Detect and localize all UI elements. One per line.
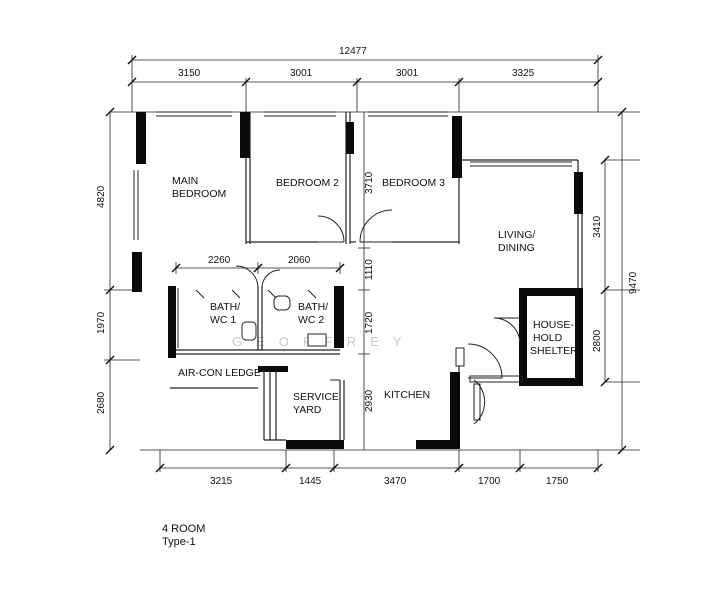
room-main-bedroom-line2: BEDROOM bbox=[172, 188, 226, 200]
room-kitchen: KITCHEN bbox=[384, 389, 430, 401]
room-bath2-line1: BATH/ bbox=[298, 301, 328, 313]
structural-walls bbox=[132, 112, 583, 449]
room-bedroom-3: BEDROOM 3 bbox=[382, 177, 445, 189]
dim-left-3: 2680 bbox=[96, 391, 107, 414]
room-main-bedroom-line1: MAIN bbox=[172, 175, 198, 187]
dim-bottom-5: 1750 bbox=[546, 476, 569, 487]
room-bath2-line2: WC 2 bbox=[298, 314, 324, 326]
dim-bottom-2: 1445 bbox=[299, 476, 322, 487]
bath-fixtures bbox=[195, 289, 465, 367]
dim-1720: 1720 bbox=[364, 311, 375, 334]
dim-bottom-3: 3470 bbox=[384, 476, 407, 487]
room-bath1-line2: WC 1 bbox=[210, 314, 236, 326]
room-bedroom-2: BEDROOM 2 bbox=[276, 177, 339, 189]
dim-1110: 1110 bbox=[364, 259, 375, 280]
dim-top-3: 3001 bbox=[396, 68, 419, 79]
room-service-line1: SERVICE bbox=[293, 391, 339, 403]
dim-left-1: 4820 bbox=[96, 185, 107, 208]
dim-2060: 2060 bbox=[288, 255, 311, 266]
room-shelter-line2: HOLD bbox=[533, 332, 563, 344]
caption-type-line: 4 ROOM bbox=[162, 523, 206, 535]
dim-2930: 2930 bbox=[364, 389, 375, 412]
dim-2260: 2260 bbox=[208, 255, 231, 266]
doors bbox=[235, 209, 523, 425]
dimension-ticks bbox=[105, 55, 627, 473]
room-bath1-line1: BATH/ bbox=[210, 301, 240, 313]
dim-right-outer: 9470 bbox=[628, 271, 639, 294]
plan-caption: 4 ROOM Type-1 bbox=[162, 523, 205, 549]
dim-top-1: 3150 bbox=[178, 68, 201, 79]
dim-overall: 12477 bbox=[339, 46, 367, 57]
dim-3710: 3710 bbox=[364, 171, 375, 194]
dim-bottom-4: 1700 bbox=[478, 476, 501, 487]
room-aircon-ledge: AIR-CON LEDGE bbox=[178, 367, 261, 379]
room-living-line1: LIVING/ bbox=[498, 229, 535, 241]
room-shelter-line1: HOUSE- bbox=[533, 319, 574, 331]
dim-top-4: 3325 bbox=[512, 68, 535, 79]
dim-right-inner-2: 2800 bbox=[592, 329, 603, 352]
room-service-line2: YARD bbox=[293, 404, 322, 416]
dim-left-2: 1970 bbox=[96, 311, 107, 334]
dim-bottom-1: 3215 bbox=[210, 476, 233, 487]
dim-top-2: 3001 bbox=[290, 68, 313, 79]
thin-walls bbox=[170, 112, 583, 441]
room-shelter-line3: SHELTER bbox=[530, 345, 578, 357]
caption-subtype-line: Type-1 bbox=[162, 536, 196, 548]
room-living-line2: DINING bbox=[498, 242, 535, 254]
dim-right-inner-1: 3410 bbox=[592, 215, 603, 238]
windows bbox=[133, 111, 572, 348]
